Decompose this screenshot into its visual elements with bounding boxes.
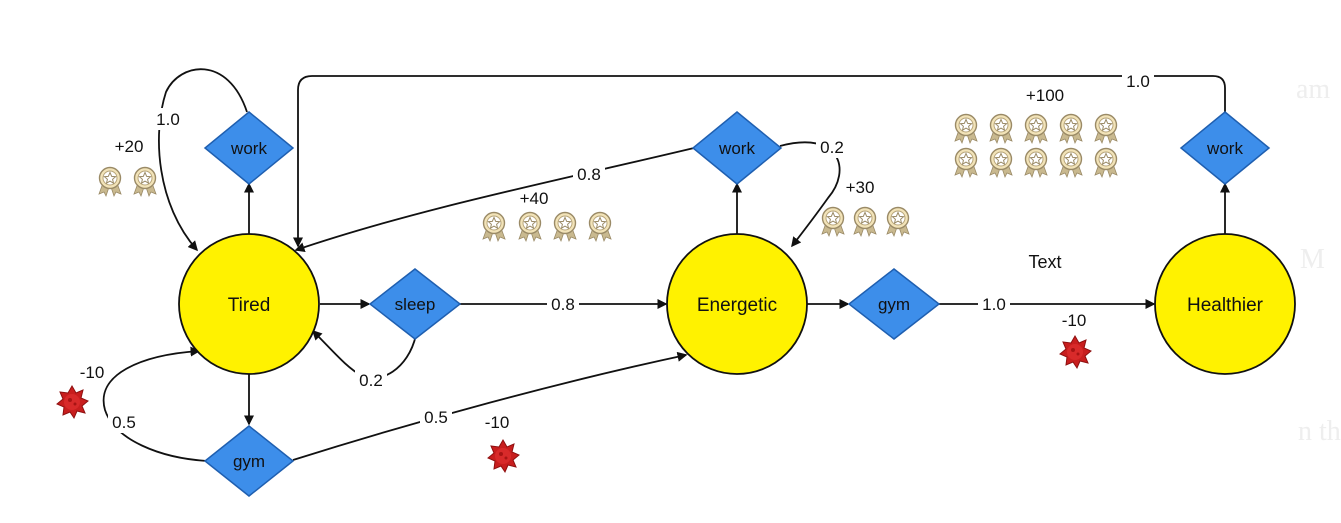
label-bg [816,136,848,158]
edge-gym-to-tired [102,346,208,462]
reward-energetic-work: +30 [846,178,875,197]
medal-icon [1024,113,1048,144]
prob-label-tired-work-self: 1.0 [153,108,183,130]
state-tired[interactable]: Tired [178,233,320,375]
background-text: M [1300,244,1325,275]
label-bg [153,108,183,130]
action-tired-gym[interactable]: gym [203,425,295,497]
medal-icon [553,211,577,242]
background-text: am [1296,74,1330,105]
medal-icon [1094,147,1118,178]
action-energetic-gym[interactable]: gym [847,268,941,340]
prob-label-gym-to-energetic: 0.5 [420,406,452,428]
medal-icon [886,206,910,237]
prob-text: 1.0 [156,110,180,129]
virus-icon [1059,335,1092,369]
action-diamond [1179,111,1271,185]
medal-icon [1024,147,1048,178]
state-circle [1154,233,1296,375]
medal-icon [954,113,978,144]
prob-label-energetic-work-to-tired: 0.8 [573,163,605,185]
reward-tired-gym: -10 [485,413,510,432]
action-diamond [847,268,941,340]
state-label: Energetic [697,295,777,316]
medal-icon [518,211,542,242]
action-diamond [691,111,783,185]
reward-sleep: +40 [520,189,549,208]
prob-text: 0.2 [359,371,383,390]
medal-icon [133,166,157,197]
action-diamond [368,268,462,340]
label-bg [420,406,452,428]
reward-energetic-gym: -10 [1062,311,1087,330]
medal-icon [989,147,1013,178]
prob-text: 0.8 [577,165,601,184]
prob-text: 0.8 [551,295,575,314]
medal-icon [1059,113,1083,144]
state-label: Healthier [1187,295,1264,316]
action-healthier-work[interactable]: work [1179,111,1271,185]
medal-icon [1094,113,1118,144]
action-tired-sleep[interactable]: sleep [368,268,462,340]
label-bg [978,293,1010,315]
medal-icon [989,113,1013,144]
action-energetic-work[interactable]: work [691,111,783,185]
prob-text: 0.5 [112,413,136,432]
action-diamond [203,111,295,185]
prob-text: 1.0 [982,295,1006,314]
prob-text: 0.2 [820,138,844,157]
virus-icon [487,439,520,473]
edge-healthier-work-to-tired [293,75,1226,248]
state-circle [178,233,320,375]
state-healthier[interactable]: Healthier [1154,233,1296,375]
action-tired-work[interactable]: work [203,111,295,185]
prob-label-sleep-to-tired: 0.2 [355,369,387,391]
prob-label-energetic-work-self: 0.2 [816,136,848,158]
medal-icon [821,206,845,237]
state-circle [666,233,808,375]
reward-tired-gym-self: -10 [80,363,105,382]
medal-icon [853,206,877,237]
reward-tired-work: +20 [115,137,144,156]
edge-tired-work-self [158,68,248,252]
label-bg [573,163,605,185]
medal-icon [482,211,506,242]
action-label: sleep [395,295,436,314]
medal-icon [954,147,978,178]
prob-label-sleep-to-energetic: 0.8 [547,293,579,315]
label-bg [355,369,387,391]
action-label: gym [233,452,265,471]
virus-icon [56,385,89,419]
action-label: work [718,139,755,158]
medal-icon [1059,147,1083,178]
action-label: work [230,139,267,158]
state-label: Tired [228,295,271,316]
label-bg [1122,70,1154,92]
action-diamond [203,425,295,497]
edge-energetic-work-to-tired [294,147,695,253]
state-energetic[interactable]: Energetic [666,233,808,375]
action-label: work [1206,139,1243,158]
edge-gym-to-energetic [292,351,688,461]
background-text: n th [1298,416,1341,447]
reward-healthier-work: +100 [1026,86,1064,105]
free-text-label: Text [1028,252,1061,272]
label-bg [108,411,140,433]
prob-label-gym-to-tired: 0.5 [108,411,140,433]
medal-icon [98,166,122,197]
medal-icon [588,211,612,242]
prob-text: 0.5 [424,408,448,427]
action-label: gym [878,295,910,314]
prob-label-healthier-work-to-tired: 1.0 [1122,70,1154,92]
label-bg [547,293,579,315]
prob-label-energetic-gym-to-healthier: 1.0 [978,293,1010,315]
prob-text: 1.0 [1126,72,1150,91]
